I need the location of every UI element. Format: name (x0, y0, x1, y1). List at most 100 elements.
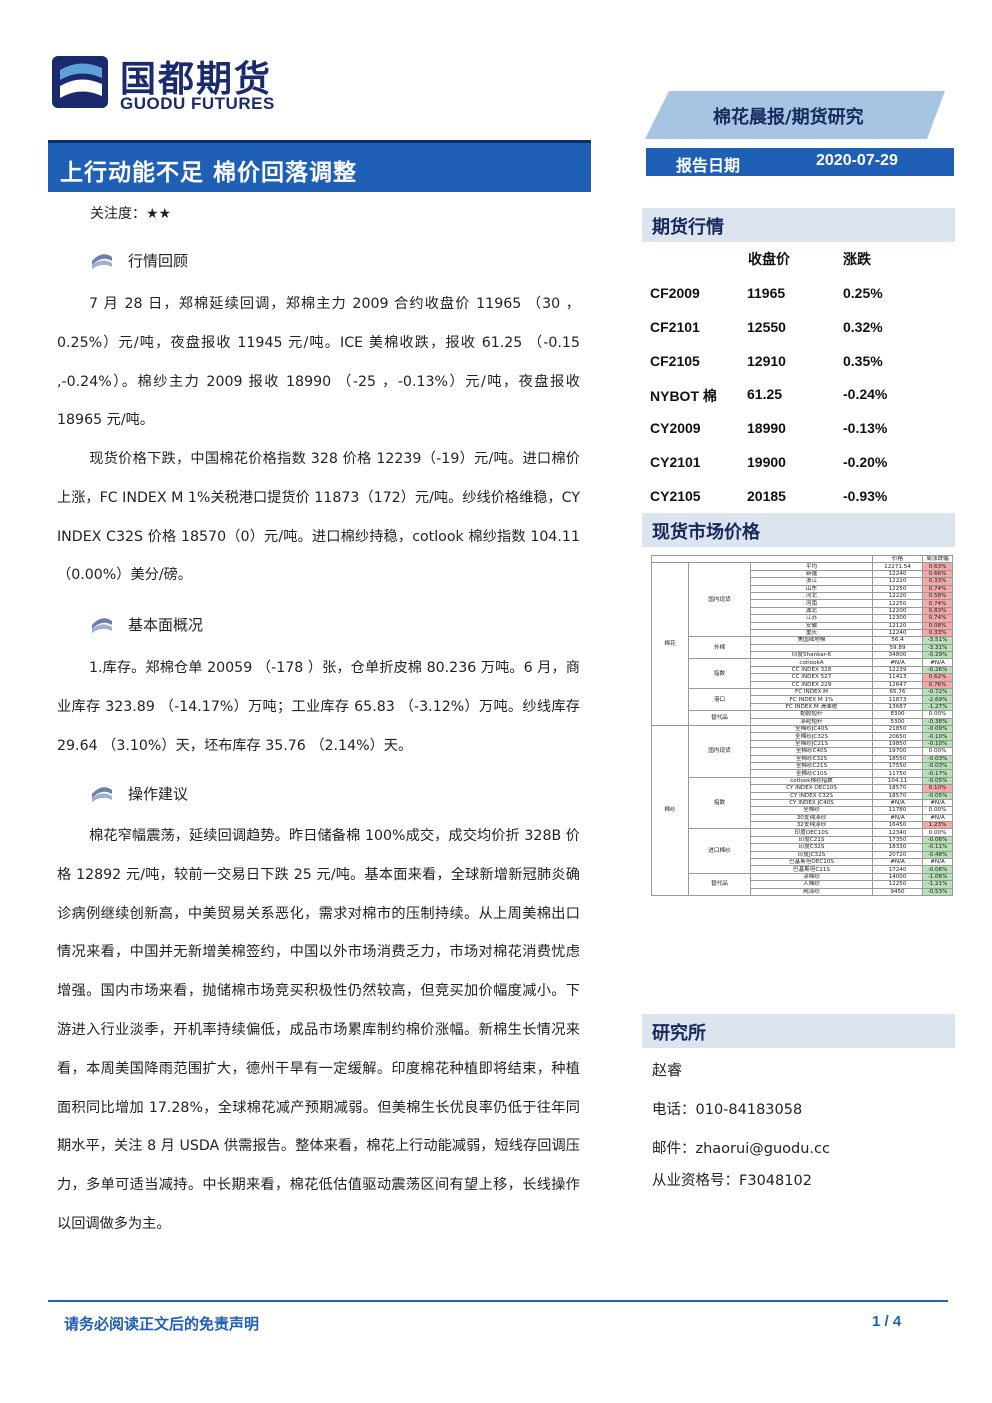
spot-item-price: 11750 (872, 769, 923, 778)
futures-change: -0.93% (843, 487, 888, 504)
spot-item-price: 12250 (872, 880, 923, 889)
spot-item-price: 17550 (872, 761, 923, 771)
disclaimer-link[interactable]: 请务必阅读正文后的免责声明 (64, 1315, 260, 1333)
spot-item-price: 16450 (872, 821, 923, 830)
spot-item-price: #N/A (872, 658, 923, 667)
spot-item-name: 印度OEC10S (750, 828, 873, 837)
spot-item-name: FC INDEX M 1% (750, 695, 873, 704)
spot-item-price: 17350 (872, 835, 923, 845)
spot-item-change: -0.03% (922, 754, 953, 763)
section-title: 行情回顾 (128, 252, 189, 270)
spot-item-price: 14000 (872, 872, 923, 882)
spot-item-price: 18570 (872, 791, 923, 800)
spot-item-name: 湖北 (750, 606, 873, 616)
futures-change: -0.13% (843, 420, 888, 437)
spot-item-change: 0.00% (922, 806, 953, 815)
spot-item-price: 20650 (872, 732, 923, 741)
spot-item-price: 12250 (872, 599, 923, 608)
spot-item-price: 59.89 (872, 643, 923, 653)
spot-subcategory: 国内现货 (688, 562, 751, 638)
section-heading-fundamentals: 基本面概况 (90, 614, 203, 635)
spot-subcategory: 进口棉纱 (688, 828, 751, 874)
spot-item-name: 美国陆地棉 (750, 636, 873, 645)
spot-item-price: 5300 (872, 717, 923, 727)
spot-subcategory: 替代品 (688, 872, 751, 896)
futures-heading-bar: 期货行情 (642, 208, 955, 242)
analyst-license: 从业资格号：F3048102 (652, 1173, 812, 1189)
report-date-value: 2020-07-29 (816, 152, 898, 169)
paragraph-market-2: 现货价格下跌，中国棉花价格指数 328 价格 12239（-19）元/吨。进口棉… (57, 451, 580, 584)
futures-change: 0.32% (843, 318, 883, 335)
spot-header-blank (651, 554, 873, 564)
spot-subcategory: 外棉 (688, 636, 751, 660)
spot-item-name: 全棉纱C10S (750, 769, 873, 778)
spot-item-change: -0.06% (922, 865, 953, 874)
research-heading-bar: 研究所 (642, 1014, 955, 1048)
spot-item-change: -0.03% (922, 761, 953, 771)
spot-item-change: -0.17% (922, 769, 953, 778)
spot-heading-bar: 现货市场价格 (642, 513, 955, 547)
spot-item-price: 8300 (872, 710, 923, 719)
spot-item-name: 平均 (750, 562, 873, 571)
spot-item-name: 印度C21S (750, 835, 873, 845)
spot-item-change: -0.48% (922, 850, 953, 860)
spot-item-name: 印度Shankar-6 (750, 651, 873, 660)
research-heading: 研究所 (652, 1023, 706, 1044)
spot-item-price: 11780 (872, 806, 923, 815)
futures-close: 11965 (747, 285, 786, 301)
spot-item-price: 19850 (872, 739, 923, 749)
spot-item-price: 9450 (872, 887, 923, 896)
futures-close: 61.25 (747, 386, 783, 403)
futures-contract: CF2009 (650, 285, 700, 301)
spot-category: 棉纱 (651, 724, 689, 896)
futures-contract: CY2009 (650, 420, 701, 437)
spot-item-change: -1.27% (922, 702, 953, 712)
spot-item-change: 0.74% (922, 614, 953, 623)
futures-change: -0.20% (843, 454, 888, 470)
spot-item-name: 浙江 (750, 577, 873, 586)
spot-item-price: 12271.54 (872, 562, 923, 571)
page-number: 1 / 4 (872, 1313, 902, 1330)
company-logo: 国都期货 GUODU FUTURES (50, 48, 300, 120)
spot-item-name: CC INDEX 527 (750, 673, 873, 682)
spot-item-name: CC INDEX 229 (750, 680, 873, 690)
spot-item-change: -0.29% (922, 651, 953, 660)
spot-item-price: 19700 (872, 747, 923, 756)
spot-item-price: 12200 (872, 606, 923, 616)
spot-item-price: 11873 (872, 695, 923, 704)
spot-item-name: 黏胶短纤 (750, 710, 873, 719)
spot-item-name: 安徽 (750, 621, 873, 630)
spot-item-price: 20720 (872, 850, 923, 860)
spot-item-name: CY INDEX JC40S (750, 798, 873, 808)
attention-level: 关注度：★★ (90, 203, 171, 223)
futures-contract: CF2101 (650, 318, 700, 335)
spot-item-name: 全棉纱JC32S (750, 732, 873, 741)
report-date-label: 报告日期 (676, 156, 741, 175)
futures-contract: NYBOT 棉 (650, 388, 717, 405)
spot-item-change: #N/A (922, 857, 953, 867)
spot-item-price: 18550 (872, 754, 923, 763)
analyst-name: 赵睿 (652, 1061, 683, 1079)
spot-item-change: -0.72% (922, 688, 953, 697)
spot-item-price: 12240 (872, 628, 923, 638)
analyst-phone: 电话：010-84183058 (652, 1102, 803, 1118)
spot-item-price: 12300 (872, 614, 923, 623)
spot-item-change: -0.06% (922, 835, 953, 845)
logo-mark-icon (52, 56, 108, 108)
spot-header-price: 价格 (872, 554, 923, 564)
spot-item-change: 0.76% (922, 680, 953, 690)
report-date-bar: 报告日期 2020-07-29 (646, 148, 954, 176)
spot-item-name: FC INDEX M 滑准税 (750, 702, 873, 712)
spot-item-price: 21850 (872, 724, 923, 734)
spot-item-change: -0.09% (922, 724, 953, 734)
futures-change: 0.35% (843, 352, 883, 369)
spot-item-price: 12647 (872, 680, 923, 690)
spot-item-change: -1.06% (922, 872, 953, 882)
